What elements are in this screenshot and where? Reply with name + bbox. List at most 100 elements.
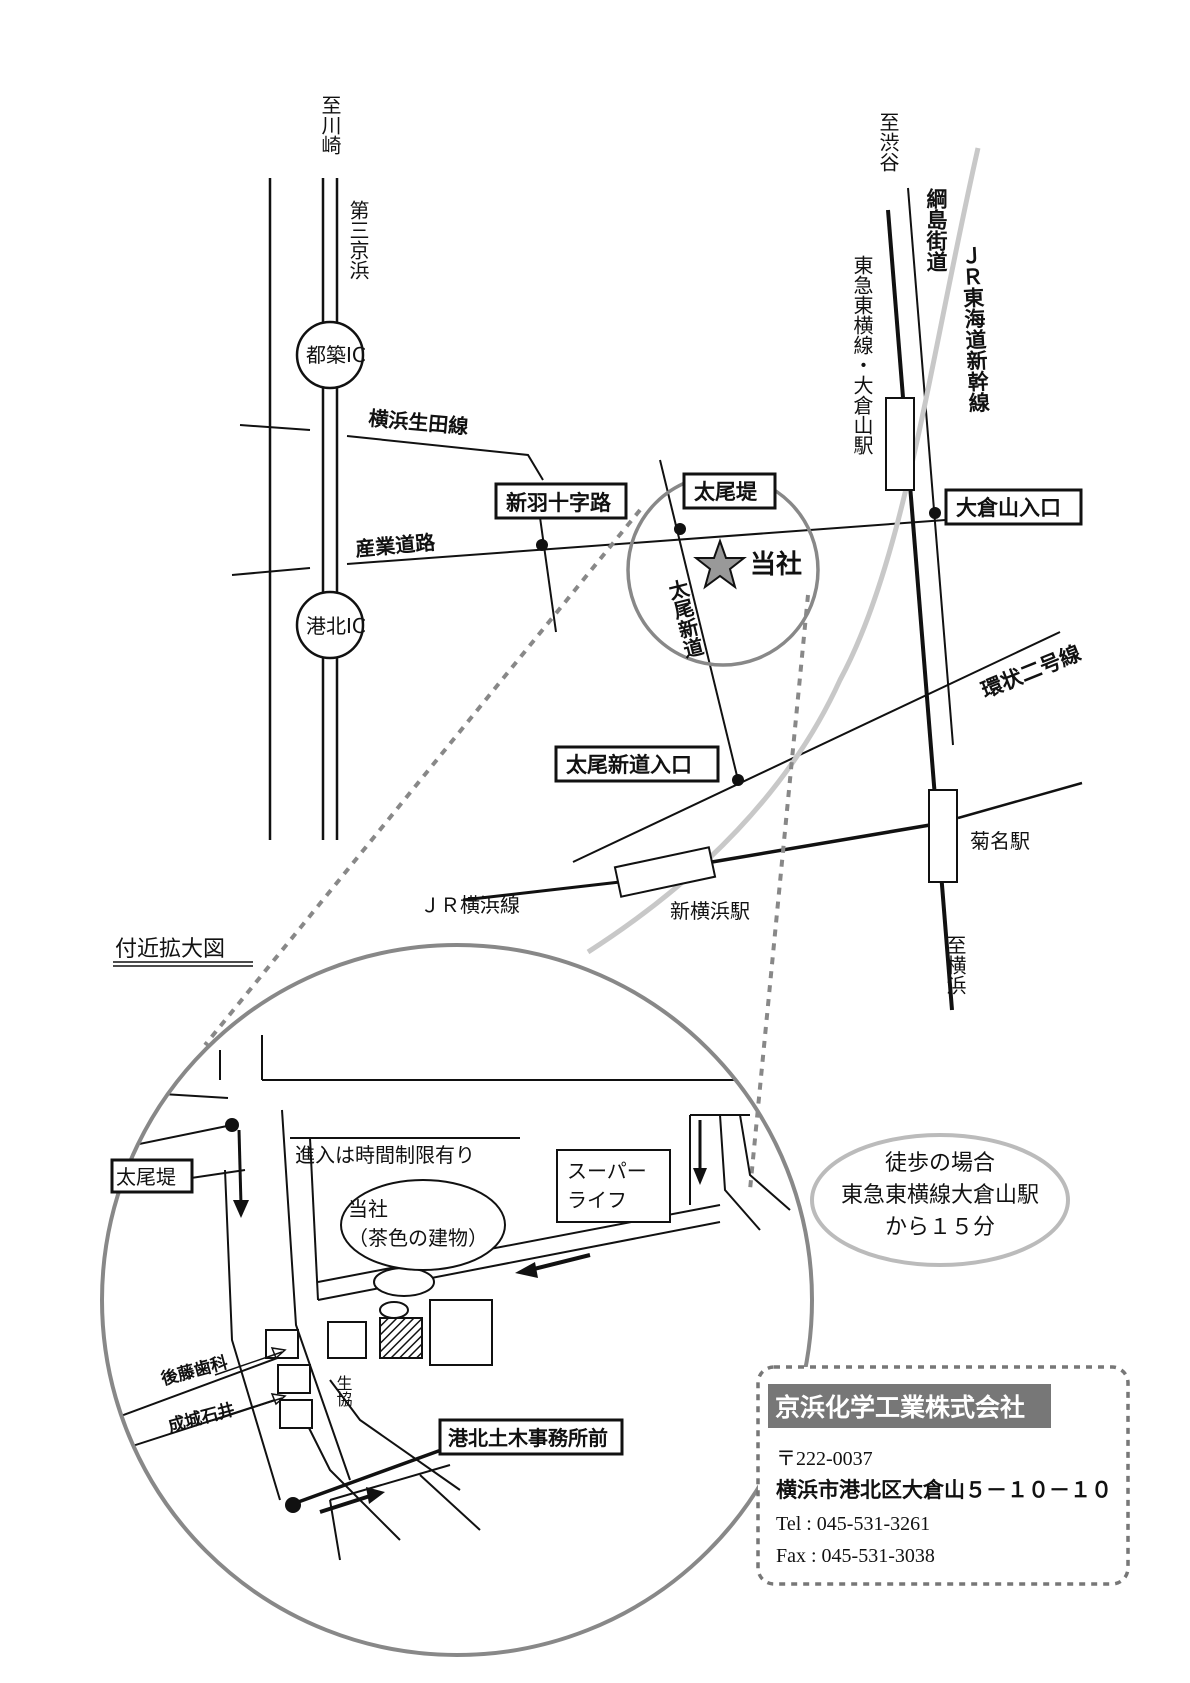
inset-building-1 (265, 1329, 299, 1359)
yokohama-ikuta-road (346, 435, 544, 481)
inset-arrow-goto (214, 1351, 283, 1376)
super-life-box (556, 1149, 671, 1223)
inset-road-bottom-3 (329, 1464, 451, 1501)
company-tel: Tel : 045-531-3261 (776, 1513, 930, 1535)
inset-arrow-down-left-head (233, 1200, 249, 1218)
inset-building-4 (327, 1321, 367, 1359)
inset-frame-circle (100, 943, 814, 1657)
kohoku-doboku-box (438, 1418, 624, 1456)
shin-hajujiro-box (494, 482, 628, 520)
inset-building-3 (279, 1399, 313, 1429)
kohoku-doboku-dot (285, 1497, 301, 1513)
sangyo-doro-label: 産業道路 (354, 530, 437, 561)
inset-arrow-down-left-shaft (237, 1129, 243, 1206)
to-kawasaki-label: 至川崎 (318, 95, 342, 155)
company-fax: Fax : 045-531-3038 (776, 1545, 935, 1567)
inset-building-5 (429, 1299, 493, 1366)
time-restriction-label: 進入は時間制限有り (295, 1143, 475, 1167)
okurayama-iriguchi-dot (929, 507, 941, 519)
inset-road-bottom-2 (299, 1409, 401, 1541)
tsunashima-road (907, 187, 954, 746)
inset-building-oval (373, 1267, 435, 1297)
inset-map (109, 1035, 800, 1561)
kohoku-ic-label: 港北IC (306, 614, 366, 638)
seikyo-label: 生協 (334, 1375, 353, 1407)
kohoku-doboku-label: 港北土木事務所前 (448, 1426, 608, 1450)
shin-hajujiro-label: 新羽十字路 (506, 491, 612, 515)
walking-line-1: 徒歩の場合 (885, 1151, 995, 1176)
company-name: 京浜化学工業株式会社 (775, 1393, 1025, 1422)
inset-road-bottom-5 (419, 1474, 481, 1531)
okurayama-iriguchi-box (944, 488, 1083, 526)
sangyo-road-left (231, 567, 311, 576)
company-address: 横浜市港北区大倉山５－１０－１０ (776, 1478, 1112, 1502)
shin-yokohama-station (613, 846, 717, 898)
inset-road-main-right (281, 1109, 351, 1481)
inset-road-tl1 (129, 1091, 229, 1099)
inset-building-2 (277, 1364, 311, 1394)
inset-road-goto (109, 1356, 281, 1421)
tao-shindo-iriguchi-box (554, 745, 720, 783)
inset-company-building (379, 1317, 423, 1359)
zoom-connector-left (203, 508, 642, 1047)
company-ellipse (340, 1179, 506, 1271)
inset-arrow-left-head (515, 1262, 538, 1278)
inset-arrow-seijo (214, 1397, 283, 1421)
inset-company-label: 当社 (348, 1197, 388, 1221)
okurayama-iriguchi-label: 大倉山入口 (956, 496, 1061, 520)
kanjo-2gosen-road (572, 631, 1061, 863)
tsuzuki-ic-label: 都築IC (306, 343, 366, 367)
kikuna-station (928, 789, 958, 883)
daisan-keihin-label: 第三京浜 (346, 200, 370, 280)
inset-arrow-down-right-head (693, 1168, 707, 1185)
walking-info-ellipse (810, 1133, 1070, 1267)
tao-shindo-iriguchi-dot (732, 774, 744, 786)
company-star-icon (693, 537, 747, 590)
inset-arrow-right-shaft (319, 1494, 371, 1514)
inset-company-sublabel: （茶色の建物） (348, 1226, 488, 1250)
to-shibuya-label: 至渋谷 (876, 112, 900, 172)
inset-road-main-left (224, 1169, 281, 1501)
inset-road-r4 (739, 1114, 791, 1211)
yokohama-ikuta-line-label: 横浜生田線 (368, 406, 470, 439)
tao-tsutsumi-label: 太尾堤 (694, 480, 758, 504)
inset-tao-tsutsumi-box (110, 1158, 194, 1194)
seijo-ishii-label: 成城石井 (166, 1399, 237, 1437)
company-name-bg (768, 1384, 1051, 1428)
yokohama-ikuta-road-left (239, 424, 311, 431)
to-yokohama-label: 至横浜 (943, 935, 967, 995)
kikuna-station-label: 菊名駅 (970, 829, 1030, 853)
tokyu-toyoko-okurayama-label: 東急東横線・大倉山駅 (850, 255, 874, 456)
shin-hajujiro-road (537, 502, 557, 633)
jr-yokohama-line-track-far (957, 781, 1083, 820)
jr-yokohama-line-track (462, 880, 621, 902)
jr-tokaido-shinkansen-label: ＪＲ東海道新幹線 (958, 244, 991, 414)
kohoku-ic-marker (295, 590, 365, 660)
shin-hajujiro-dot (536, 539, 548, 551)
inset-tao-tsutsumi-dot (225, 1118, 239, 1132)
goto-shika-label: 後藤歯科 (159, 1352, 230, 1390)
inset-road-kohoku (289, 1443, 456, 1507)
zoom-connector-right (748, 594, 810, 1191)
walking-line-2: 東急東横線大倉山駅 (841, 1183, 1039, 1208)
inset-building-oval-small (379, 1301, 409, 1319)
inset-property-outline (309, 1137, 319, 1301)
inset-tao-tsutsumi-label: 太尾堤 (116, 1165, 176, 1189)
tsuzuki-ic-marker (295, 320, 365, 390)
company-postal: 〒222-0037 (776, 1448, 873, 1470)
inset-arrow-goto-head (270, 1347, 287, 1360)
jr-yokohama-line-track-east (711, 823, 931, 864)
super-life-label-1: スーパー (567, 1159, 647, 1183)
inset-arrow-right-head (366, 1487, 385, 1504)
okurayama-station (885, 397, 915, 491)
inset-arrow-left-shaft (529, 1253, 591, 1272)
kanjo-2gosen-label: 環状二号線 (978, 641, 1084, 703)
inset-road-r3 (719, 1114, 761, 1231)
walking-line-3: から１５分 (885, 1215, 995, 1240)
tao-shindo-iriguchi-label: 太尾新道入口 (566, 753, 692, 777)
inset-heading: 付近拡大図 (115, 937, 225, 962)
inset-arrow-seijo-head (270, 1393, 287, 1406)
inset-road-tl2 (109, 1124, 233, 1151)
tsunashima-kaido-label: 綱島街道 (924, 187, 949, 272)
